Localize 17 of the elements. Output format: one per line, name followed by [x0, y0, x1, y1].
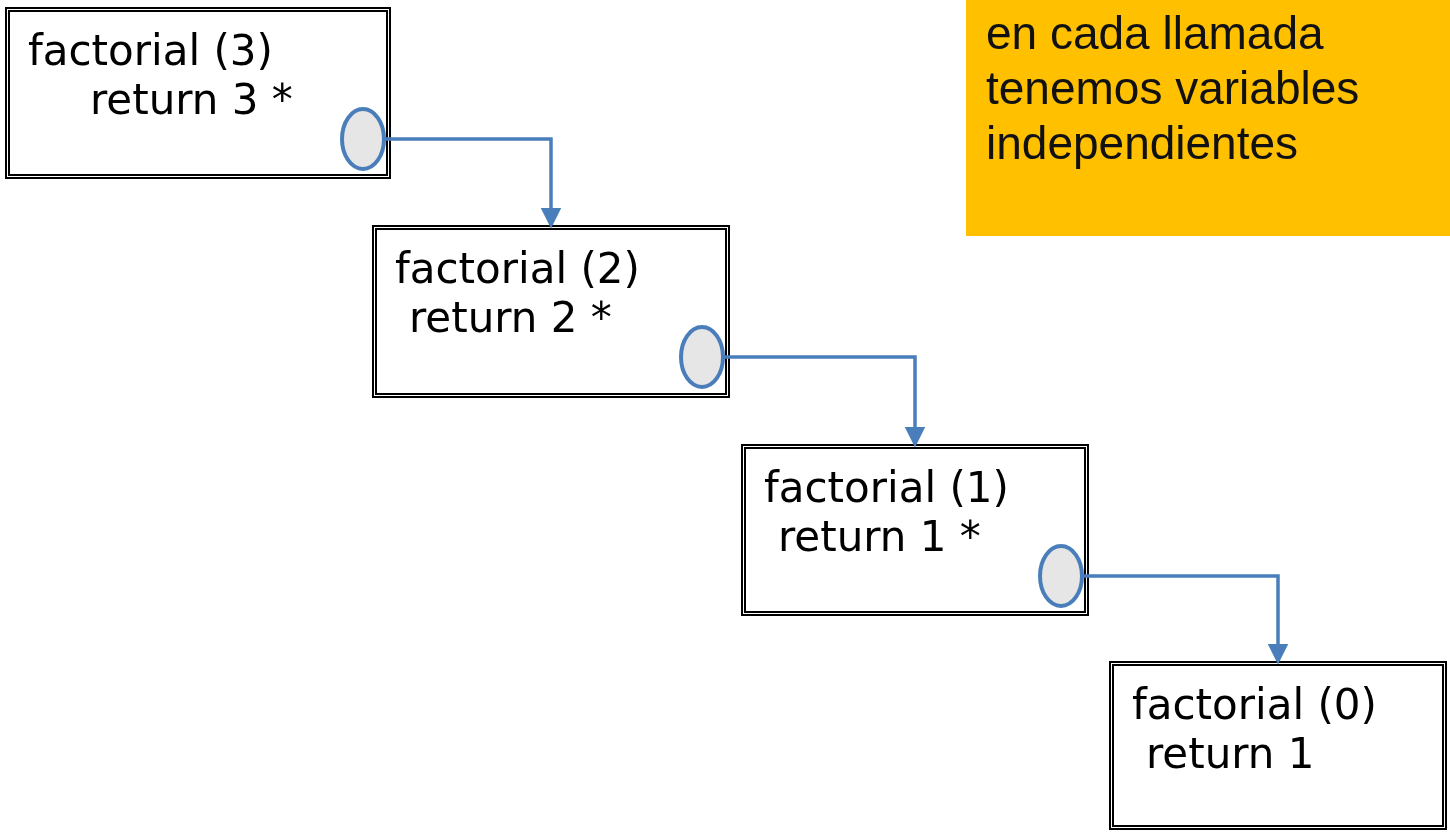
function-call-box [741, 444, 1089, 616]
function-call-text: factorial (0) [1132, 681, 1377, 730]
ellipse-marker [679, 325, 725, 389]
function-call-text: factorial (2) [395, 245, 640, 294]
return-statement: return 1 [1145, 730, 1315, 779]
note-text: en cada llamada tenemos variables independientes [986, 6, 1361, 172]
function-call-box [1109, 661, 1447, 830]
function-call-text: factorial (1) [764, 464, 1009, 513]
function-call-text: factorial (3) [28, 27, 273, 76]
return-statement: return 1 * [777, 513, 981, 562]
function-call-box [372, 225, 730, 398]
return-statement: return 3 * [89, 76, 293, 125]
ellipse-marker [1038, 544, 1084, 608]
return-statement: return 2 * [408, 294, 612, 343]
note-box [966, 0, 1450, 236]
function-call-box [5, 7, 391, 179]
ellipse-marker [340, 107, 386, 171]
